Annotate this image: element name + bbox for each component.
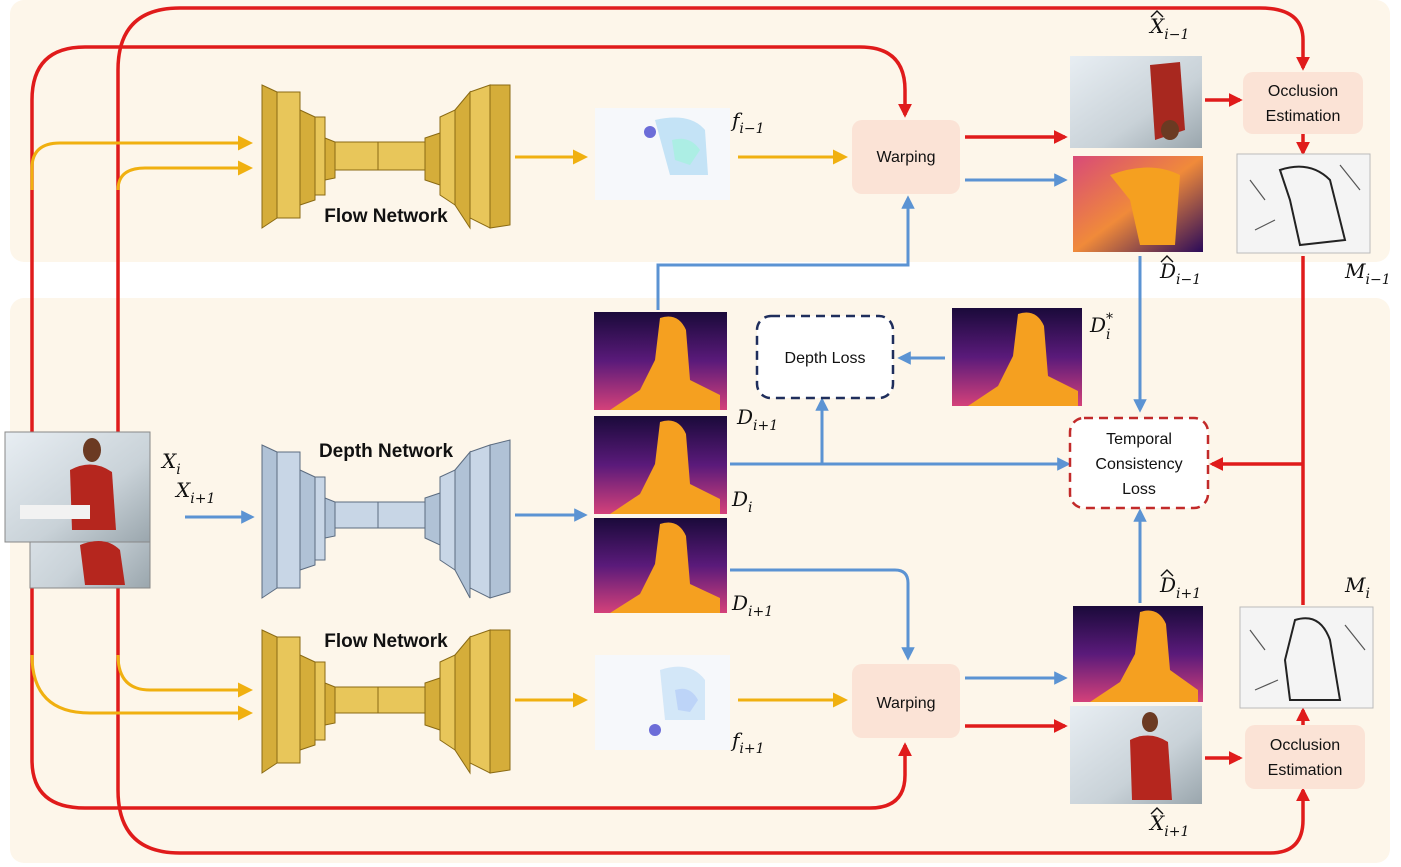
warped-depth-ip1 [1073, 606, 1203, 702]
flow-network-bottom-label: Flow Network [324, 631, 448, 652]
flow-field-bottom-image [595, 655, 730, 750]
temporal-loss-line-2: Consistency [1095, 456, 1182, 473]
input-frames [4, 431, 151, 589]
warping-top-box: Warping [852, 120, 960, 194]
symbol-d-ip1-top: Di+1 [736, 405, 778, 434]
depth-network-label: Depth Network [319, 441, 454, 462]
symbol-xhat-im1: Xi−1 [1148, 14, 1189, 43]
orange-connections [30, 135, 848, 721]
warped-frame-ip1 [1070, 706, 1202, 804]
occlusion-top-line-2: Estimation [1266, 108, 1341, 125]
symbol-d-ip1-bottom: Di+1 [731, 591, 773, 620]
warped-depth-im1 [1073, 156, 1203, 252]
warped-frame-im1 [1070, 56, 1202, 148]
occlusion-estimation-top-box: Occlusion Estimation [1243, 72, 1363, 134]
depth-map-dip1-top [594, 312, 727, 410]
hat-accent-xhat-im1 [1150, 10, 1164, 18]
occlusion-mask-im1 [1236, 153, 1371, 254]
temporal-loss-line-1: Temporal [1106, 431, 1172, 448]
temporal-consistency-loss-box: Temporal Consistency Loss [1068, 416, 1210, 510]
symbol-dhat-ip1: Di+1 [1159, 573, 1201, 602]
occlusion-estimation-bottom-box: Occlusion Estimation [1245, 725, 1365, 789]
symbol-x-i: Xi [160, 449, 181, 478]
warping-bottom-box: Warping [852, 664, 960, 738]
symbol-dhat-im1: Di−1 [1159, 259, 1201, 288]
occlusion-top-line-1: Occlusion [1268, 83, 1338, 100]
occlusion-bottom-line-2: Estimation [1268, 762, 1343, 779]
warping-bottom-label: Warping [877, 695, 936, 712]
occlusion-mask-i [1239, 606, 1374, 709]
depth-map-dip1-bottom [594, 518, 727, 613]
occlusion-bottom-line-1: Occlusion [1270, 737, 1340, 754]
hat-accent-dhat-im1 [1160, 255, 1174, 263]
flow-field-top-image [595, 108, 730, 200]
depth-map-ground-truth [952, 308, 1082, 406]
flow-network-top [261, 84, 511, 230]
depth-loss-label: Depth Loss [785, 350, 866, 367]
flow-network-bottom [261, 629, 511, 775]
symbol-m-im1: Mi−1 [1344, 259, 1391, 288]
symbol-x-i1: Xi+1 [174, 478, 215, 507]
depth-map-di [594, 416, 727, 514]
symbol-d-star: D*i [1089, 311, 1113, 343]
math-labels: XiXi+1fi−1fi+1Xi−1Xi+1Di−1Di+1Mi−1MiD*iD… [160, 10, 1391, 840]
depth-network [261, 439, 511, 599]
depth-loss-box: Depth Loss [755, 314, 895, 400]
hat-accent-xhat-ip1 [1150, 807, 1164, 815]
warping-top-label: Warping [877, 149, 936, 166]
hat-accent-dhat-ip1 [1160, 569, 1174, 577]
temporal-loss-line-3: Loss [1122, 481, 1156, 498]
symbol-xhat-ip1: Xi+1 [1148, 811, 1189, 840]
symbol-d-i: Di [731, 487, 753, 516]
symbol-m-i: Mi [1344, 573, 1370, 602]
blue-connections [185, 173, 1147, 685]
flow-network-top-label: Flow Network [324, 206, 448, 227]
